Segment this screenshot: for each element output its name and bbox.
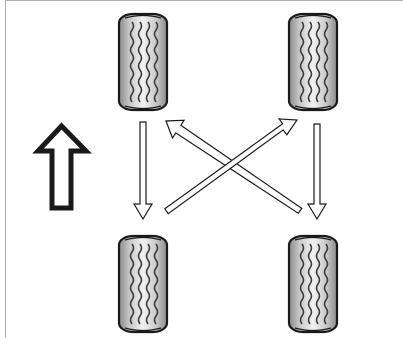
tire-body <box>117 12 169 112</box>
tread-groove <box>137 21 143 103</box>
tire-rear-right <box>287 234 339 334</box>
tread-groove <box>129 243 135 325</box>
tread-groove <box>137 243 143 325</box>
tire-body <box>117 234 169 334</box>
tire-bottom-edge <box>124 105 162 110</box>
forward-direction-arrow <box>32 122 92 211</box>
tire-bottom-edge <box>294 327 332 332</box>
tread-groove <box>323 243 329 325</box>
tire-top-edge <box>294 14 332 19</box>
tire-bottom-edge <box>294 105 332 110</box>
tire-top-edge <box>124 236 162 241</box>
tread-groove <box>315 243 321 325</box>
tread-groove <box>153 21 159 103</box>
tread-groove <box>145 243 151 325</box>
tire-body <box>287 12 339 112</box>
tread-groove <box>145 21 151 103</box>
tire-top-edge <box>124 14 162 19</box>
tire-bottom-edge <box>124 327 162 332</box>
arrow-front-right-to-rear-right <box>306 123 328 221</box>
arrow-rear-right-to-front-left <box>165 119 303 215</box>
tire-rear-left <box>117 234 169 334</box>
tire-body <box>287 234 339 334</box>
tread-groove <box>323 21 329 103</box>
tread-groove <box>299 243 305 325</box>
tire-front-right <box>287 12 339 112</box>
tread-groove <box>315 21 321 103</box>
tread-groove <box>129 21 135 103</box>
tread-groove <box>299 21 305 103</box>
arrow-front-left-to-rear-left <box>132 121 154 221</box>
tire-front-left <box>117 12 169 112</box>
tire-top-edge <box>294 236 332 241</box>
tread-groove <box>307 21 313 103</box>
tread-groove <box>153 243 159 325</box>
arrow-rear-left-to-front-right <box>163 118 299 215</box>
tread-groove <box>307 243 313 325</box>
